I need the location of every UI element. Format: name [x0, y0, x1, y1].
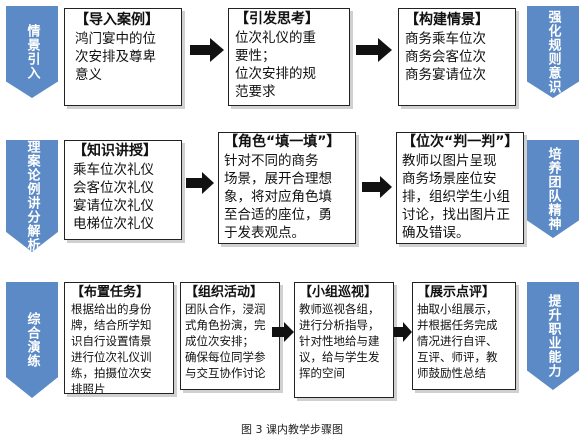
box-group-tour: 【小组巡视】 教师巡视各组， 进行分析指导， 针对性地给与建 议，给与学生发 挥… [294, 282, 394, 398]
box-assign-task: 【布置任务】 根据给出的身份 牌，结合所学知 识自行设置情景 进行位次礼仪训 练… [64, 282, 174, 394]
arrow-right-icon [190, 38, 224, 62]
box-title: 【位次“判一判”】 [402, 134, 519, 150]
box-raise-thinking: 【引发思考】 位次礼仪的重 要性； 位次安排的规 范要求 [228, 8, 350, 106]
box-build-scene: 【构建情景】 商务乘车位次 商务会客位次 商务宴请位次 [398, 8, 516, 106]
box-import-case: 【导入案例】 鸿门宴中的位 次安排及尊卑 意义 [64, 8, 182, 106]
goal-label-rules: 强化规则意识 [527, 6, 579, 98]
box-title: 【引发思考】 [235, 11, 319, 27]
box-title: 【构建情景】 [405, 12, 489, 28]
box-title: 【布置任务】 [71, 285, 150, 300]
box-title: 【展示点评】 [417, 285, 496, 300]
box-title: 【角色“填一填”】 [224, 134, 341, 150]
stage-label-case-analysis: 理案论例讲分解析 [6, 140, 58, 252]
box-title: 【小组巡视】 [299, 285, 378, 300]
arrow-right-icon [362, 176, 392, 198]
box-show-comment: 【展示点评】 抽取小组展示， 并根据任务完成 情况进行自评、 互评、师评，教 师… [412, 282, 516, 390]
arrow-right-icon [272, 322, 294, 342]
box-knowledge-teaching: 【知识讲授】 乘车位次礼仪 会客位次礼仪 宴请位次礼仪 电梯位次礼仪 [64, 140, 182, 240]
box-organize-activity: 【组织活动】 团队合作，浸润 式角色扮演，完 成位次安排； 确保每位同学参 与交… [180, 282, 280, 390]
figure-caption: 图 3 课内教学步骤图 [241, 423, 343, 436]
box-title: 【导入案例】 [75, 12, 159, 28]
goal-label-career: 提升职业能力 [527, 282, 579, 390]
box-title: 【知识讲授】 [73, 143, 157, 159]
arrow-right-icon [394, 322, 412, 342]
box-role-fill: 【角色“填一填”】 针对不同的商务 场景，展开合理想 象，将对应角色填 至合适的… [218, 132, 356, 244]
goal-label-team: 培养团队精神 [527, 140, 579, 238]
box-position-judge: 【位次“判一判”】 教师以图片呈现 商务场景座位安 排，组织学生小组 讨论，找出… [396, 132, 524, 244]
stage-label-intro: 情景引入 [6, 6, 58, 98]
stage-label-practice: 综合演练 [6, 282, 58, 398]
arrow-right-icon [186, 172, 214, 194]
box-title: 【组织活动】 [185, 285, 264, 300]
arrow-right-icon [356, 38, 392, 62]
